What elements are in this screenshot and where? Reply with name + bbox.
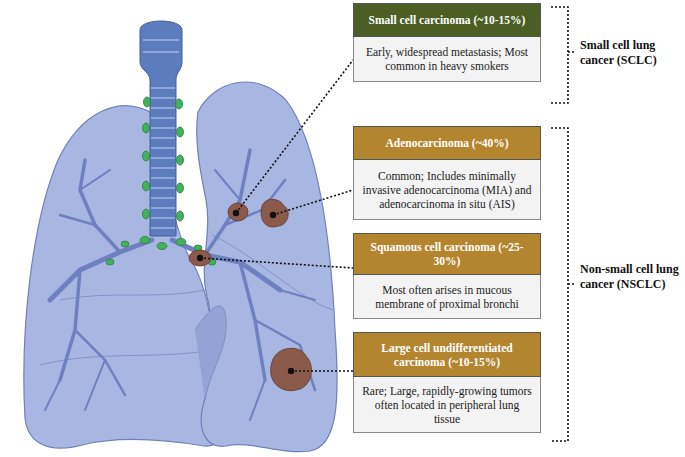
- carcinoma-callout: Large cell undifferentiated carcinoma (~…: [353, 332, 541, 433]
- callout-heading: Squamous cell carcinoma (~25-30%): [353, 233, 541, 275]
- carcinoma-callout: Adenocarcinoma (~40%)Common; Includes mi…: [353, 126, 541, 220]
- tumors: [189, 199, 311, 390]
- carcinoma-callout: Small cell carcinoma (~10-15%)Early, wid…: [353, 3, 541, 82]
- lymph-nodes: [106, 97, 216, 265]
- callout-heading: Large cell undifferentiated carcinoma (~…: [353, 332, 541, 377]
- callout-heading: Small cell carcinoma (~10-15%): [353, 3, 541, 37]
- trachea: [140, 21, 182, 236]
- callout-body: Common; Includes minimally invasive aden…: [353, 160, 541, 220]
- callout-heading: Adenocarcinoma (~40%): [353, 126, 541, 160]
- carcinoma-callout: Squamous cell carcinoma (~25-30%)Most of…: [353, 233, 541, 319]
- callout-body: Most often arises in mucous membrane of …: [353, 275, 541, 319]
- lung-fissure: [60, 290, 205, 300]
- right-lung: [197, 82, 337, 452]
- cardiac-notch: [195, 306, 226, 400]
- callout-body: Rare; Large, rapidly-growing tumors ofte…: [353, 377, 541, 433]
- left-lung: [24, 106, 223, 448]
- group-brackets: [551, 7, 576, 441]
- leader-lines: [200, 60, 353, 371]
- group-label: Small cell lung cancer (SCLC): [580, 38, 680, 68]
- group-label: Non-small cell lung cancer (NSCLC): [580, 262, 680, 292]
- bronchial-tree: [45, 150, 315, 420]
- tumor-markers: [197, 210, 294, 374]
- callout-body: Early, widespread metastasis; Most commo…: [353, 37, 541, 82]
- lung-fissure: [212, 235, 333, 310]
